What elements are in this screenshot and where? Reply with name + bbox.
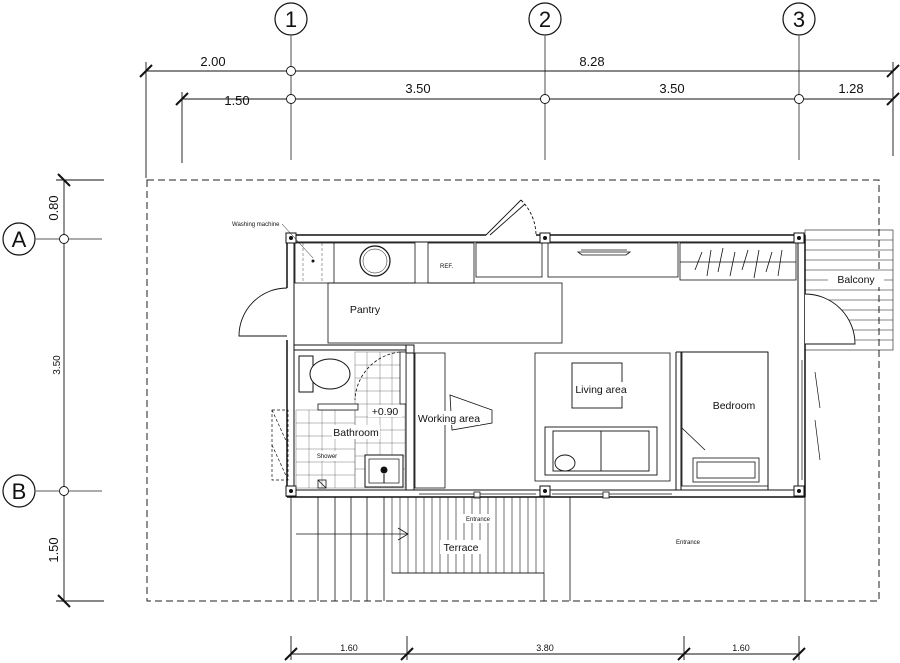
- entry-steps: [290, 497, 806, 601]
- label-shower: Shower: [317, 454, 337, 460]
- label-entrance-terrace: Entrance: [466, 517, 491, 523]
- label-ref: REF.: [440, 264, 453, 270]
- grid-bubble-2: 2: [528, 2, 562, 36]
- top-dimension-lines: [139, 62, 900, 178]
- label-terrace: Terrace: [443, 542, 478, 554]
- left-dimension-circles: [59, 234, 69, 496]
- dim-top-total: 8.28: [579, 54, 604, 69]
- dimension-ticks-circles: [286, 66, 804, 104]
- dim-bottom-a: 1.60: [340, 643, 358, 653]
- svg-text:1: 1: [285, 7, 297, 32]
- column-dots: [289, 236, 801, 493]
- dim-second-right: 1.28: [838, 81, 863, 96]
- dim-second-a: 3.50: [405, 81, 430, 96]
- drain-icon: [317, 479, 327, 489]
- bed-icon: [681, 351, 769, 487]
- basin-icon: [364, 454, 404, 488]
- label-pantry: Pantry: [350, 304, 381, 316]
- label-working-area: Working area: [418, 413, 480, 425]
- bath-door: [354, 351, 407, 405]
- shower-label-bg: [312, 451, 344, 461]
- bathroom-window: [271, 409, 289, 481]
- label-balcony: Balcony: [837, 274, 875, 286]
- dim-top-left: 2.00: [200, 54, 225, 69]
- wardrobe: [679, 242, 797, 281]
- svg-text:B: B: [12, 479, 27, 504]
- bathroom-partition: [317, 403, 359, 411]
- sink-inner: [362, 248, 388, 274]
- balcony-door: [804, 293, 856, 345]
- terrace-deck: [391, 496, 545, 574]
- label-living-area: Living area: [575, 384, 627, 396]
- bottom-dimension-lines: [284, 636, 806, 661]
- bottom-entry-doors: [419, 491, 672, 499]
- washer-dot: [311, 259, 315, 263]
- svg-text:3: 3: [793, 7, 805, 32]
- dim-bottom-b: 3.80: [536, 643, 554, 653]
- svg-text:A: A: [12, 227, 27, 252]
- washing-leader: [281, 223, 314, 259]
- label-entrance-right: Entrance: [676, 540, 701, 546]
- bedroom-window: [801, 360, 821, 480]
- terrace-label-bg: [440, 540, 484, 554]
- grid-bubble-b: B: [2, 474, 36, 508]
- dim-bottom-c: 1.60: [732, 643, 750, 653]
- dim-second-left: 1.50: [224, 93, 249, 108]
- left-dimension-lines: [56, 173, 104, 608]
- bedroom-label-bg: [708, 398, 760, 412]
- living-label-bg: [574, 382, 630, 396]
- label-bathroom: Bathroom: [333, 427, 379, 439]
- roof-outline: [146, 179, 880, 602]
- top-entry-door: [485, 199, 537, 237]
- sink-icon: [359, 245, 391, 277]
- dim-left-bottom: 1.50: [46, 537, 61, 562]
- label-level: +0.90: [372, 406, 399, 418]
- dim-left-mid: 3.50: [52, 355, 63, 375]
- steps-arrow: [296, 527, 409, 541]
- grid-bubble-a: A: [2, 222, 36, 256]
- terrace-entrance-label-bg: [462, 514, 494, 523]
- working-label-bg: [418, 411, 480, 425]
- dim-left-top: 0.80: [46, 195, 61, 220]
- dim-second-b: 3.50: [659, 81, 684, 96]
- bathroom-label-bg: [332, 425, 380, 439]
- pantry-side-door: [238, 287, 289, 340]
- grid-bubble-3: 3: [782, 2, 816, 36]
- grid-bubble-1: 1: [274, 2, 308, 36]
- label-bedroom: Bedroom: [713, 400, 756, 412]
- balcony-label-bg: [828, 271, 884, 287]
- svg-text:2: 2: [539, 7, 551, 32]
- level-label-bg: [368, 405, 402, 417]
- living-rug: [534, 352, 671, 482]
- pantry-counter: [294, 242, 679, 344]
- toilet-icon: [298, 355, 351, 393]
- label-washing-machine: Washing machine: [232, 222, 280, 228]
- sofa-icon: [544, 426, 658, 476]
